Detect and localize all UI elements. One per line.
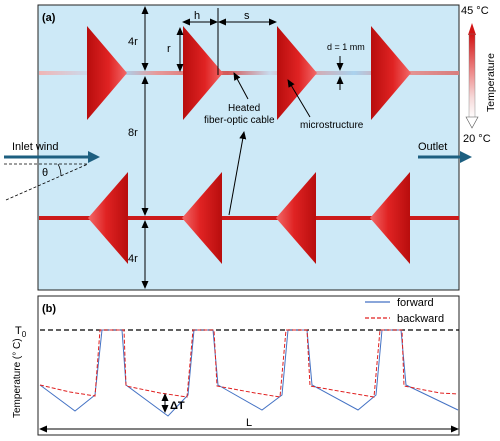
colorbar-bottom-arrow <box>465 116 479 129</box>
bottom-microstructures <box>88 172 410 264</box>
callouts <box>228 72 311 216</box>
dim-s: s <box>244 10 250 22</box>
dim-h: h <box>194 10 200 22</box>
microstructure-top-3 <box>277 26 317 120</box>
microstructure-bottom-4 <box>370 172 410 264</box>
inlet-angle <box>4 163 89 201</box>
vertical-dimensions <box>141 6 184 289</box>
horizontal-dimensions <box>182 8 277 75</box>
microstructure-top-2 <box>183 26 223 120</box>
microstructure-top-4 <box>371 26 411 120</box>
microstructure-bottom-3 <box>276 172 316 264</box>
colorbar-min-label: 20 °C <box>463 133 491 145</box>
panel-b-frame <box>37 295 460 436</box>
microstructure-top-1 <box>87 26 127 120</box>
panel-b: (b) Temperature (° C) T0 forward backwar… <box>12 295 460 436</box>
bottom-cable <box>39 216 459 220</box>
microstructure-bottom-1 <box>88 172 128 264</box>
colorbar-bar <box>468 33 476 119</box>
panel-a: (a) 4r 8r 4r r <box>4 4 472 291</box>
length-label: L <box>246 417 252 429</box>
inlet-wind-label: Inlet wind <box>12 141 58 153</box>
legend-forward-label: forward <box>397 297 434 309</box>
dim-8r: 8r <box>128 127 138 139</box>
theta-label: θ <box>42 167 48 179</box>
heated-cable-label-line1: Heated <box>228 103 260 114</box>
top-microstructures <box>87 26 411 120</box>
colorbar: 45 °C 20 °C Temperature <box>461 5 497 145</box>
microstructure-label: microstructure <box>300 120 364 131</box>
backward-curve <box>39 329 459 398</box>
heated-cable-label-line2: fiber-optic cable <box>204 115 275 126</box>
panel-b-label: (b) <box>42 303 56 315</box>
legend: forward backward <box>365 297 444 325</box>
dim-r: r <box>167 43 171 55</box>
colorbar-max-label: 45 °C <box>461 5 489 17</box>
dim-4r-top: 4r <box>128 36 138 48</box>
colorbar-title: Temperature <box>485 53 497 112</box>
dim-4r-bottom: 4r <box>128 253 138 265</box>
delta-t-label: ΔT <box>170 400 185 412</box>
dim-d: d = 1 mm <box>327 42 365 52</box>
colorbar-top-arrow <box>468 23 476 35</box>
t0-label: T0 <box>15 325 27 339</box>
temperature-axis-label: Temperature (° C) <box>12 338 23 418</box>
outlet-label: Outlet <box>418 141 447 153</box>
panel-a-label: (a) <box>42 12 56 24</box>
microstructure-bottom-2 <box>182 172 222 264</box>
legend-backward-label: backward <box>397 313 444 325</box>
outlet-arrow <box>418 151 472 163</box>
inlet-wind-arrow <box>4 151 100 163</box>
top-cable <box>39 71 459 75</box>
